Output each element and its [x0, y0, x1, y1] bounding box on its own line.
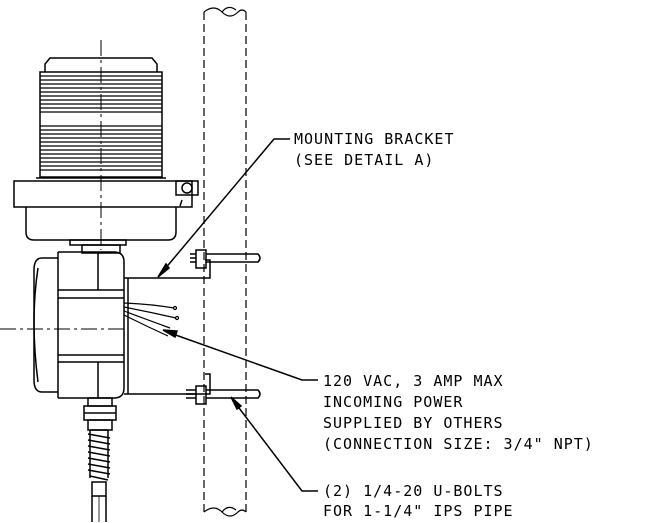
mounting-bracket	[124, 259, 211, 395]
wires	[123, 302, 180, 337]
bracket-callout-line-1: MOUNTING BRACKET	[294, 130, 455, 148]
pipe-break-top	[203, 6, 247, 17]
leader-ubolts	[230, 396, 318, 492]
power-callout-line-2: INCOMING POWER	[323, 393, 464, 411]
junction-box	[33, 251, 125, 399]
ubolts-callout-line-2: FOR 1-1/4" IPS PIPE	[323, 502, 514, 520]
pipe-break-bottom	[203, 506, 247, 517]
bracket-callout-line-2: (SEE DETAIL A)	[294, 151, 435, 169]
u-bolt-top	[190, 249, 261, 269]
leader-bracket	[157, 138, 290, 278]
beacon-lens	[39, 57, 163, 178]
latch	[175, 180, 199, 207]
power-callout-line-1: 120 VAC, 3 AMP MAX	[323, 372, 504, 390]
ubolts-callout-line-1: (2) 1/4-20 U-BOLTS	[323, 482, 504, 500]
neck	[69, 239, 127, 254]
pipe	[203, 12, 247, 516]
power-callout-line-3: SUPPLIED BY OTHERS	[323, 414, 504, 432]
beacon-base	[13, 177, 193, 241]
leader-power	[162, 329, 318, 381]
conduit	[83, 397, 117, 522]
power-callout-line-4: (CONNECTION SIZE: 3/4" NPT)	[323, 435, 594, 453]
u-bolt-bottom	[186, 385, 261, 405]
